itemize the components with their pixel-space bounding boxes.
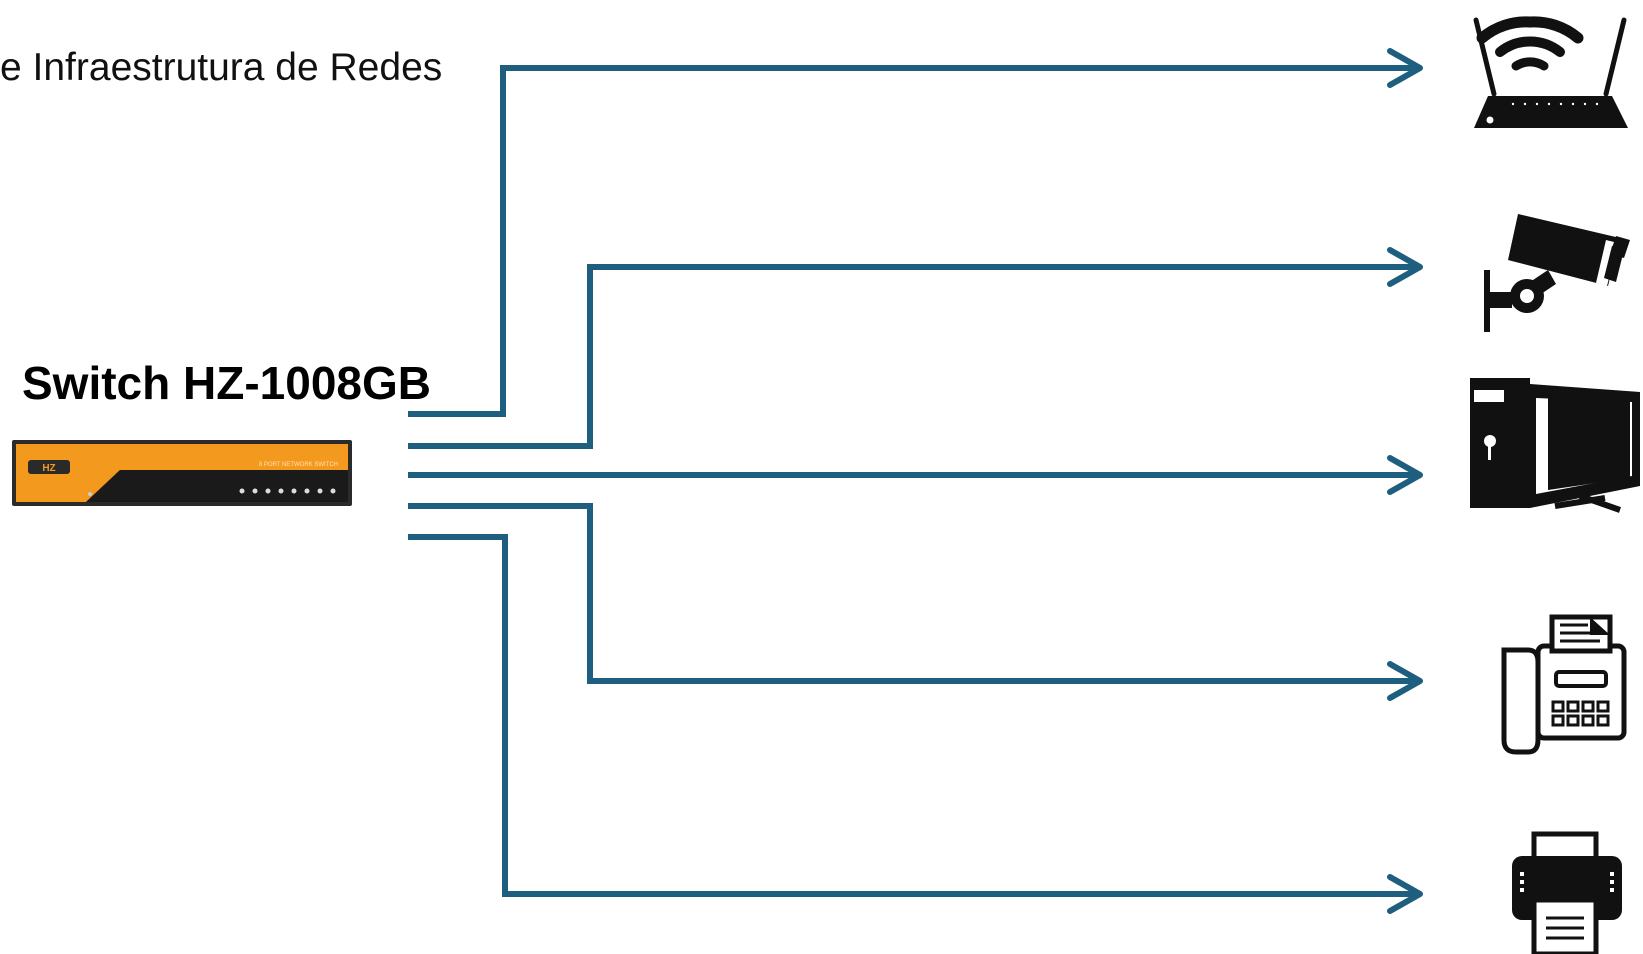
page-title: e Infraestrutura de Redes bbox=[0, 46, 443, 89]
arrowheads bbox=[1387, 48, 1423, 914]
printer-icon bbox=[1512, 831, 1622, 954]
switch-panel-label: 8 PORT NETWORK SWITCH bbox=[259, 462, 338, 468]
arrowhead-router bbox=[1387, 48, 1423, 88]
arrowhead-printer bbox=[1387, 874, 1423, 914]
connection-printer bbox=[408, 534, 1418, 897]
switch-port-leds bbox=[239, 488, 336, 494]
arrowhead-fax bbox=[1387, 661, 1423, 701]
cctv-camera-icon bbox=[1484, 214, 1630, 332]
switch-brand-text: HZ bbox=[42, 463, 55, 474]
connection-router bbox=[408, 65, 1418, 417]
arrowhead-computer bbox=[1387, 455, 1423, 495]
wifi-router-icon bbox=[1473, 16, 1628, 128]
arrowhead-camera bbox=[1387, 247, 1423, 287]
connection-fax bbox=[408, 503, 1418, 684]
fax-machine-icon bbox=[1501, 614, 1627, 755]
switch-device: HZ 8 PORT NETWORK SWITCH bbox=[12, 440, 352, 506]
desktop-computer-icon bbox=[1470, 378, 1640, 513]
connections bbox=[408, 65, 1418, 897]
connection-camera bbox=[408, 264, 1418, 449]
switch-title: Switch HZ-1008GB bbox=[22, 357, 431, 409]
switch-brand-logo bbox=[28, 460, 70, 474]
